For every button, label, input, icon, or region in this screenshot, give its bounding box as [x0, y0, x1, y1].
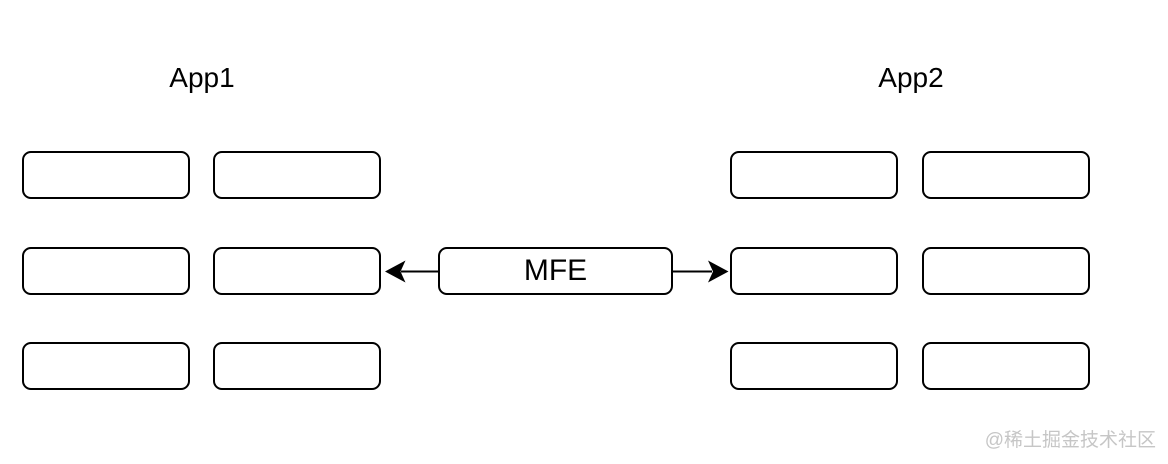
- app1-module-box: [213, 151, 381, 199]
- app2-middle-module-box: [730, 247, 898, 295]
- app2-module-box: [922, 342, 1090, 390]
- app1-title: App1: [169, 62, 235, 93]
- app2-module-box: [922, 247, 1090, 295]
- app1-module-box: [22, 247, 190, 295]
- app1-module-box: [213, 342, 381, 390]
- arrow-to-app2-icon: [673, 260, 729, 283]
- app1-module-box: [22, 342, 190, 390]
- mfe-box: MFE: [438, 247, 673, 295]
- app2-module-box: [730, 151, 898, 199]
- app2-title: App2: [878, 62, 944, 93]
- arrow-to-app1-icon: [385, 260, 438, 283]
- watermark-text: @稀土掘金技术社区: [984, 430, 1156, 451]
- app1-middle-module-box: [213, 247, 381, 295]
- app1-module-box: [22, 151, 190, 199]
- app2-module-box: [922, 151, 1090, 199]
- app2-module-box: [730, 342, 898, 390]
